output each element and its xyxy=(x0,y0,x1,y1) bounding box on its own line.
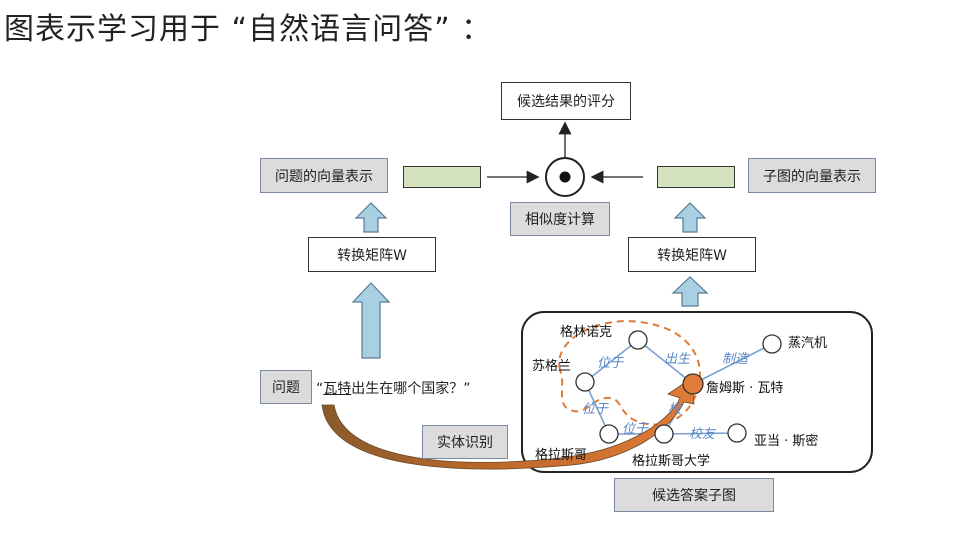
question-text: “瓦特出生在哪个国家？” xyxy=(316,378,471,398)
edge-label-born: 出生 xyxy=(664,352,691,367)
question-vector-bar xyxy=(403,166,481,188)
similarity-odot-dot xyxy=(559,171,571,183)
node-glasgow xyxy=(599,424,619,444)
node-greenock xyxy=(628,330,648,350)
question-label: 问题 xyxy=(260,370,312,404)
node-adam-smith xyxy=(727,423,747,443)
slide-title: 图表示学习用于 “自然语言问答” ： xyxy=(4,12,493,47)
node-label-steam-engine: 蒸汽机 xyxy=(788,336,828,351)
entity-recognition-label: 实体识别 xyxy=(422,425,508,459)
edge-label-located-2: 位于 xyxy=(582,402,609,417)
candidate-score-box: 候选结果的评分 xyxy=(501,82,631,120)
node-label-james-watt: 詹姆斯 · 瓦特 xyxy=(706,381,784,396)
edge-label-alumni-partial: 校 xyxy=(668,402,682,417)
node-glasgow-university xyxy=(654,424,674,444)
subgraph-vector-bar xyxy=(657,166,735,188)
left-large-up-arrow-icon xyxy=(351,282,391,359)
node-james-watt xyxy=(682,373,704,395)
node-label-scotland: 苏格兰 xyxy=(532,359,572,374)
edge-label-located-1: 位于 xyxy=(597,356,624,371)
left-small-up-arrow-icon xyxy=(354,202,388,233)
edge-label-made: 制造 xyxy=(722,352,749,367)
edge-greenock-scotland xyxy=(584,339,639,383)
right-medium-up-arrow-icon xyxy=(671,276,709,307)
node-steam-engine xyxy=(762,334,782,354)
edge-university-smith xyxy=(663,432,738,435)
question-open-quote: “ xyxy=(316,381,324,397)
question-vector-label: 问题的向量表示 xyxy=(260,158,388,193)
node-scotland xyxy=(575,372,595,392)
edge-label-alumni: 校友 xyxy=(689,427,716,442)
candidate-subgraph-caption: 候选答案子图 xyxy=(614,478,774,512)
node-label-glasgow-university: 格拉斯哥大学 xyxy=(632,454,711,469)
subgraph-vector-label: 子图的向量表示 xyxy=(748,158,876,193)
question-entity: 瓦特 xyxy=(323,381,352,397)
similarity-label: 相似度计算 xyxy=(510,202,610,236)
answer-region-dashed-outline xyxy=(558,320,701,426)
right-small-up-arrow-icon xyxy=(673,202,707,233)
right-transform-matrix: 转换矩阵W xyxy=(628,237,756,272)
entity-recognition-sweep-arrow xyxy=(321,377,695,470)
edge-james-steam xyxy=(692,343,773,385)
left-transform-matrix: 转换矩阵W xyxy=(308,237,436,272)
node-label-greenock: 格林诺克 xyxy=(560,325,613,340)
question-rest: 出生在哪个国家？” xyxy=(351,381,471,397)
edge-label-located-3: 位于 xyxy=(622,422,649,437)
edge-greenock-james xyxy=(637,339,694,385)
node-label-adam-smith: 亚当 · 斯密 xyxy=(754,434,819,449)
node-label-glasgow: 格拉斯哥 xyxy=(535,448,588,463)
